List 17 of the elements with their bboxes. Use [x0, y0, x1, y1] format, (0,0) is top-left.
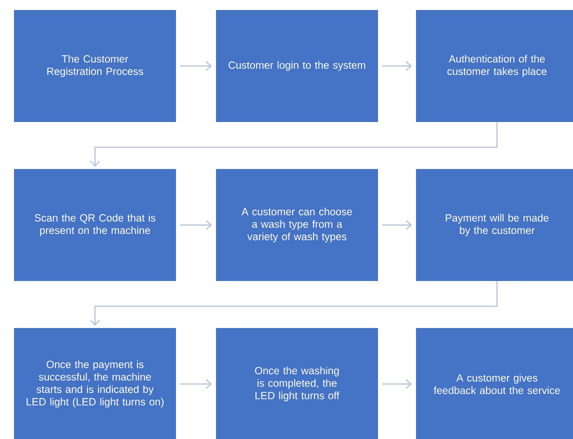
- arrow: [382, 61, 412, 71]
- process-box: Payment will be made by the customer: [416, 169, 573, 281]
- arrow: [90, 122, 498, 167]
- process-box: Scan the QR Code that is present on the machine: [14, 169, 176, 281]
- arrow: [382, 220, 412, 230]
- arrow: [90, 280, 498, 326]
- process-box: Once the payment is successful, the machine starts and is indicated by LED light (LED light turns on): [14, 328, 176, 439]
- arrow: [180, 379, 212, 389]
- process-box: Once the washing is completed, the LED light turns off: [216, 328, 378, 439]
- process-box: A customer gives feedback about the service: [416, 328, 573, 439]
- process-box: Authentication of the customer takes place: [416, 10, 573, 122]
- arrow: [180, 220, 212, 230]
- process-box: Customer login to the system: [216, 10, 378, 122]
- arrow: [180, 61, 212, 71]
- process-box: The Customer Registration Process: [14, 10, 176, 122]
- arrow: [382, 379, 412, 389]
- process-box: A customer can choose a wash type from a variety of wash types: [216, 169, 378, 281]
